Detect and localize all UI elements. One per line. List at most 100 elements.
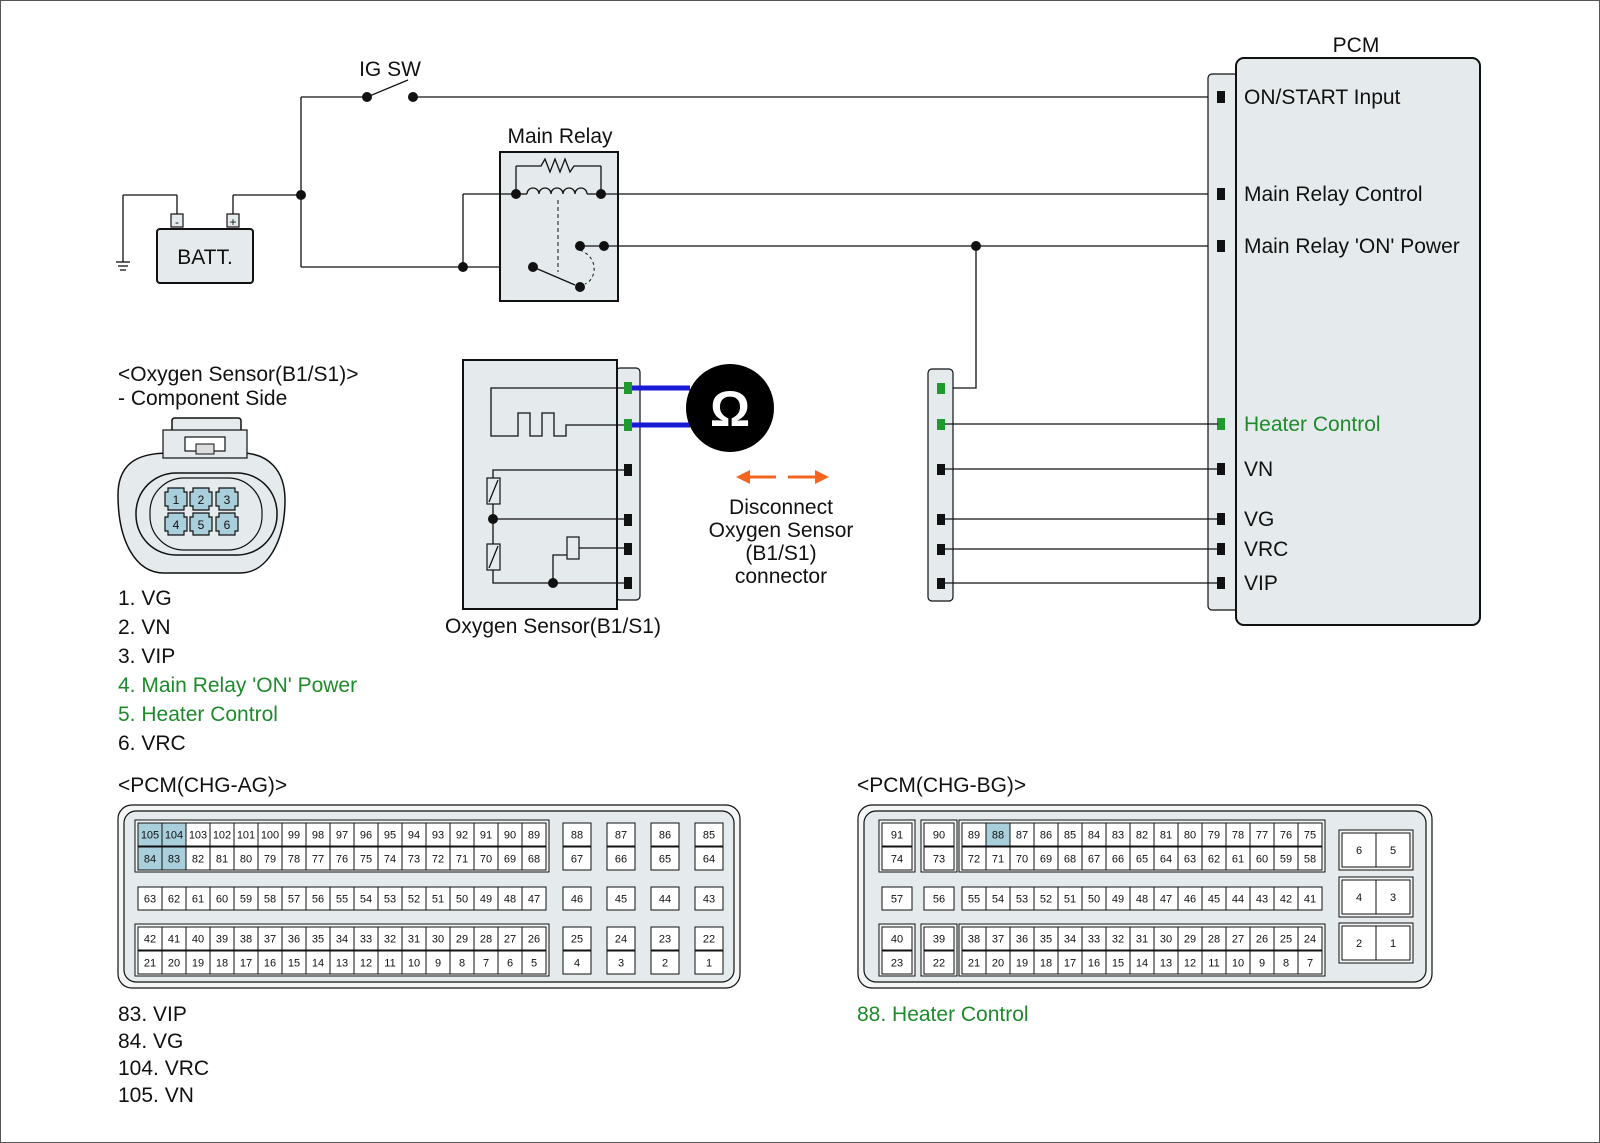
svg-text:Oxygen Sensor: Oxygen Sensor: [709, 519, 854, 542]
pinout-item: 3. VIP: [118, 645, 175, 668]
connector-pin-number: 99: [288, 830, 300, 842]
connector-pin: [606, 950, 636, 975]
connector-pin: [923, 950, 955, 975]
connector-pin: [1341, 879, 1377, 915]
connector-pin-number: 65: [1136, 854, 1148, 866]
connector-pin-number: 105: [141, 830, 159, 842]
connector-pin: [923, 846, 955, 871]
connector-pin-number: 11: [384, 958, 395, 970]
pinout-item: 4. Main Relay 'ON' Power: [118, 674, 357, 697]
battery-minus-label: -: [175, 215, 179, 229]
battery-circuit: - + BATT.: [116, 194, 301, 284]
connector-pin-number: 7: [1307, 958, 1313, 970]
pcm-terminal-label: VN: [1244, 458, 1273, 481]
connector-pin-number: 64: [1160, 854, 1172, 866]
connector-pin-number: 78: [288, 854, 300, 866]
connector-pin-number: 48: [1136, 894, 1148, 906]
connector-pin-number: 18: [1040, 958, 1052, 970]
connector-pin-number: 58: [264, 894, 276, 906]
connector-pin-number: 96: [360, 830, 372, 842]
connector-pin: [650, 846, 680, 871]
connector-pin-number: 41: [1304, 894, 1316, 906]
connector-pin-number: 26: [528, 934, 540, 946]
connector-pin: [562, 846, 592, 871]
connector-pin: [606, 822, 636, 847]
connector-pin-number: 81: [1160, 830, 1172, 842]
connector-pin-number: 34: [336, 934, 348, 946]
connector-pin-number: 88: [571, 830, 583, 842]
pinout-item: 83. VIP: [118, 1003, 187, 1026]
connector-pin: [1297, 822, 1323, 847]
connector-pin: [1297, 846, 1323, 871]
connector-pin: [521, 886, 547, 911]
connector-pin-number: 60: [1256, 854, 1268, 866]
connector-pin: [650, 950, 680, 975]
connector-pin-number: 45: [1208, 894, 1220, 906]
connector-pin-number: 2: [198, 493, 205, 507]
pcm-terminal-label: VIP: [1244, 572, 1278, 595]
connector-pin-number: 91: [891, 830, 903, 842]
connector-pin-number: 55: [968, 894, 980, 906]
connector-pin-number: 49: [480, 894, 492, 906]
connector-pin-number: 40: [192, 934, 204, 946]
connector-pin: [1297, 926, 1323, 951]
connector-pin-number: 8: [1283, 958, 1289, 970]
pinout-item: 6. VRC: [118, 732, 186, 755]
connector-pin: [521, 950, 547, 975]
connector-pin-number: 73: [408, 854, 420, 866]
connector-pin-number: 37: [264, 934, 276, 946]
connector-pin-number: 98: [312, 830, 324, 842]
pcm-terminal-label: ON/START Input: [1244, 86, 1401, 109]
connector-pin-number: 97: [336, 830, 348, 842]
connector-pin-number: 20: [168, 958, 180, 970]
connector-pin-number: 40: [891, 934, 903, 946]
connector-pin-number: 29: [1184, 934, 1196, 946]
connector-pin-number: 92: [456, 830, 468, 842]
connector-pin-number: 27: [504, 934, 516, 946]
connector-pin-number: 25: [571, 934, 583, 946]
connector-pin-number: 49: [1112, 894, 1124, 906]
connector-pin-number: 13: [1160, 958, 1172, 970]
connector-pin-number: 31: [1136, 934, 1148, 946]
connector-pin-number: 47: [1160, 894, 1172, 906]
connector-pin-number: 58: [1304, 854, 1316, 866]
connector-pin-number: 21: [144, 958, 156, 970]
connector-pin-number: 3: [224, 493, 231, 507]
connector-pin-number: 42: [144, 934, 156, 946]
connector-pin-number: 61: [1232, 854, 1244, 866]
connector-pin-number: 57: [891, 894, 903, 906]
connector-pin-number: 51: [432, 894, 444, 906]
oxygen-sensor-connector: <Oxygen Sensor(B1/S1)> - Component Side …: [117, 363, 358, 574]
connector-pin-number: 84: [1088, 830, 1100, 842]
connector-pin-number: 12: [360, 958, 372, 970]
connector-pin-number: 16: [264, 958, 276, 970]
connector-pin-number: 104: [165, 830, 183, 842]
connector-pin-number: 60: [216, 894, 228, 906]
connector-pin: [1341, 832, 1377, 868]
connector-pin: [1375, 832, 1411, 868]
connector-pin: [189, 487, 213, 511]
connector-pin-number: 90: [933, 830, 945, 842]
connector-pin-number: 3: [618, 958, 624, 970]
pinout-item: 88. Heater Control: [857, 1003, 1029, 1026]
connector-pin-number: 33: [1088, 934, 1100, 946]
connector-pin-number: 22: [703, 934, 715, 946]
connector-pin: [521, 846, 547, 871]
connector-pin: [562, 886, 592, 911]
connector-pin-number: 44: [1232, 894, 1244, 906]
pinout-item: 84. VG: [118, 1030, 183, 1053]
connector-pin: [881, 886, 913, 911]
battery-box: [156, 228, 254, 284]
connector-pin-number: 28: [1208, 934, 1220, 946]
connector-pin-number: 4: [574, 958, 580, 970]
main-relay-label: Main Relay: [507, 125, 613, 148]
connector-pin: [1375, 879, 1411, 915]
connector-pin: [650, 926, 680, 951]
connector-pin: [650, 886, 680, 911]
connector-pin-number: 5: [1390, 845, 1396, 857]
connector-pin: [1297, 886, 1323, 911]
connector-pin: [881, 846, 913, 871]
